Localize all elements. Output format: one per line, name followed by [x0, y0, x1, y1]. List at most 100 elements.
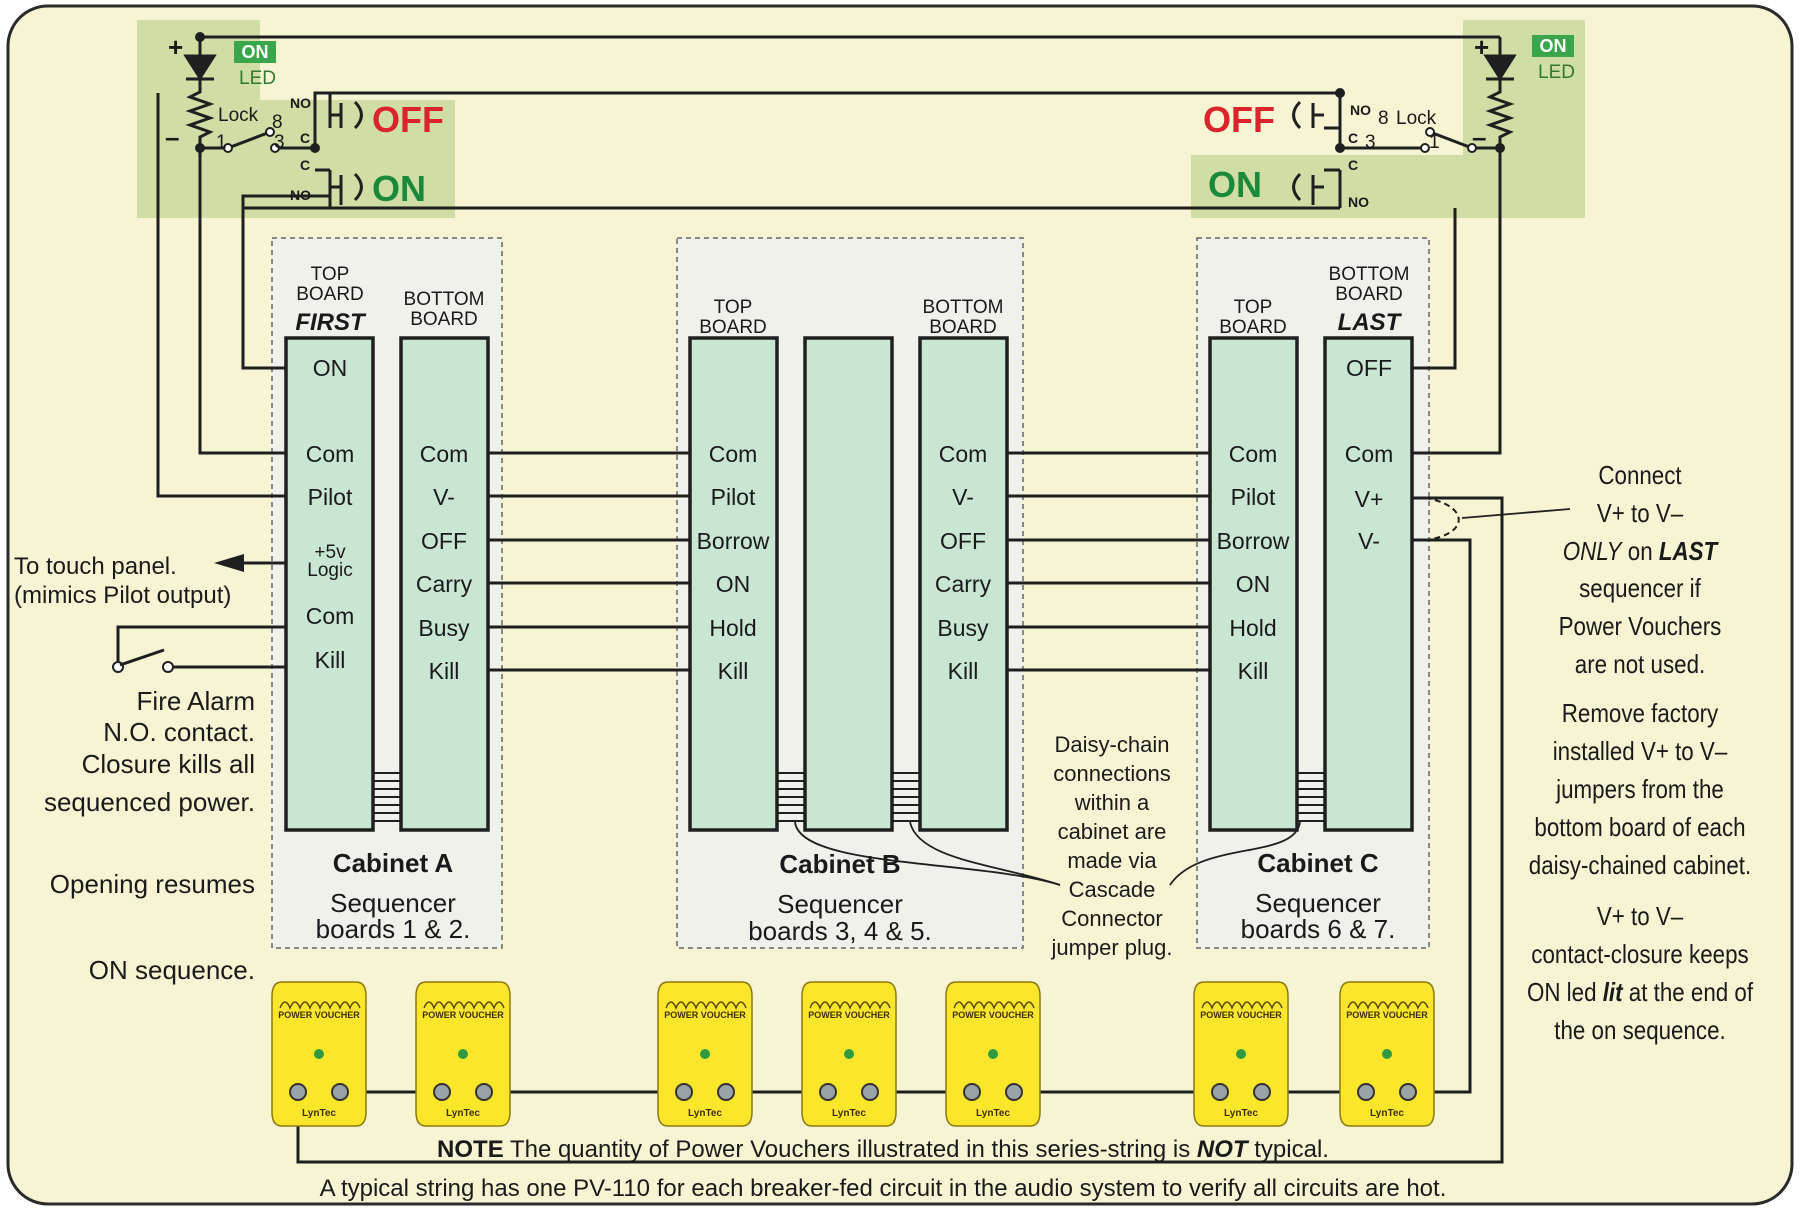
pin-c6-hold: Hold [1229, 615, 1276, 641]
left-c-bottom: C [300, 157, 310, 173]
pin-c6-borrow: Borrow [1217, 528, 1290, 554]
cabinet-b-sub-2: boards 3, 4 & 5. [748, 916, 932, 946]
remove-note-3: jumpers from the [1555, 775, 1724, 804]
voucher-led-icon [458, 1049, 468, 1059]
voucher-terminal [819, 1083, 837, 1101]
pin-b3-on: ON [716, 571, 751, 597]
daisy-note-8: jumper plug. [1050, 935, 1172, 960]
pin-c6-com: Com [1229, 441, 1278, 467]
daisy-note-5: made via [1067, 848, 1157, 873]
right-lock-label: Lock [1396, 108, 1437, 129]
voucher-brand-label: POWER VOUCHER [664, 1010, 746, 1020]
pin-a1-kill: Kill [315, 647, 346, 673]
voucher-maker-label: LynTec [1224, 1108, 1258, 1119]
voucher-maker-label: LynTec [688, 1108, 722, 1119]
left-c-top: C [300, 130, 310, 146]
cab-c-top-header-1: TOP [1234, 297, 1273, 318]
right-control-highlight [1191, 20, 1585, 218]
pin-a1-5v: +5v [314, 542, 346, 563]
right-c-top: C [1348, 130, 1358, 146]
resume-note-1: Opening resumes [50, 869, 255, 899]
voucher-led-icon [988, 1049, 998, 1059]
left-control-highlight [137, 20, 455, 218]
pin-c6-kill: Kill [1238, 658, 1269, 684]
left-no-top: NO [290, 95, 311, 111]
pin-a1-logic: Logic [307, 560, 352, 581]
cab-b-bottom-header-2: BOARD [929, 317, 997, 338]
cabinet-c-sub-1: Sequencer [1255, 888, 1381, 918]
voucher-led-icon [844, 1049, 854, 1059]
left-led-badge [234, 41, 276, 63]
pin-a1-com-2: Com [306, 603, 355, 629]
connect-note-5: Power Vouchers [1559, 612, 1722, 641]
board-7 [1323, 336, 1414, 832]
remove-note-2: installed V+ to V– [1553, 737, 1728, 766]
left-lock-label: Lock [218, 105, 259, 126]
voucher-brand-label: POWER VOUCHER [278, 1010, 360, 1020]
cab-b-top-header-2: BOARD [699, 317, 767, 338]
left-led-label: LED [239, 68, 276, 89]
connect-note-4: sequencer if [1579, 574, 1701, 603]
voucher-brand-label: POWER VOUCHER [422, 1010, 504, 1020]
pin-c6-pilot: Pilot [1231, 484, 1276, 510]
daisy-note-6: Cascade [1069, 877, 1156, 902]
voucher-maker-label: LynTec [302, 1108, 336, 1119]
cabinet-b-sub-1: Sequencer [777, 889, 903, 919]
cabinet-a-title: Cabinet A [333, 848, 454, 878]
footer-note-label: NOTE [437, 1136, 504, 1163]
pin-a2-off: OFF [421, 528, 467, 554]
daisy-note-1: Daisy-chain [1055, 732, 1170, 757]
power-voucher: POWER VOUCHER LynTec [657, 981, 753, 1127]
pin-a1-pilot: Pilot [308, 484, 353, 510]
voucher-maker-label: LynTec [1370, 1108, 1404, 1119]
right-led-badge-text: ON [1540, 36, 1567, 56]
daisy-note-2: connections [1053, 761, 1170, 786]
daisy-note-4: cabinet are [1058, 819, 1167, 844]
cab-a-bottom-header-1: BOTTOM [404, 289, 485, 310]
right-on-button-label: ON [1208, 164, 1262, 205]
cabinet-c-title: Cabinet C [1257, 848, 1379, 878]
pin-c7-vplus: V+ [1355, 486, 1384, 512]
voucher-terminal [1253, 1083, 1271, 1101]
right-pin-3: 3 [1365, 132, 1376, 153]
voucher-terminal [475, 1083, 493, 1101]
voucher-brand-label: POWER VOUCHER [1346, 1010, 1428, 1020]
voucher-terminal [1005, 1083, 1023, 1101]
footer-note-end: typical. [1248, 1136, 1329, 1163]
left-no-bottom: NO [290, 187, 311, 203]
pin-a2-kill: Kill [429, 658, 460, 684]
left-control-zone [137, 20, 455, 218]
pin-c6-on: ON [1236, 571, 1271, 597]
right-c-bottom: C [1348, 157, 1358, 173]
right-led-label: LED [1538, 62, 1575, 83]
pin-b5-carry: Carry [935, 571, 992, 597]
cab-c-bottom-header-1: BOTTOM [1329, 264, 1410, 285]
left-control-components [183, 37, 363, 208]
closure-note-2: contact-closure keeps [1531, 940, 1748, 969]
connect-note-3: ONLY on LAST [1563, 537, 1719, 566]
left-pin-1: 1 [216, 132, 227, 153]
cab-a-first-tag: FIRST [295, 309, 367, 336]
touch-panel-note-1: To touch panel. [14, 553, 177, 580]
cab-a-top-header-2: BOARD [296, 284, 364, 305]
pin-a2-vminus: V- [433, 484, 455, 510]
pin-b3-borrow: Borrow [697, 528, 770, 554]
left-pin-8: 8 [272, 112, 283, 133]
fire-alarm-note-2: N.O. contact. [103, 717, 255, 747]
resume-note-2: ON sequence. [89, 955, 255, 985]
left-plus-sign: + [168, 32, 183, 62]
remove-note-4: bottom board of each [1534, 813, 1745, 842]
daisy-note-3: within a [1074, 790, 1150, 815]
power-voucher: POWER VOUCHER LynTec [1339, 981, 1435, 1127]
cab-c-last-tag: LAST [1338, 309, 1403, 336]
remove-note-5: daisy-chained cabinet. [1529, 851, 1751, 880]
right-minus-sign: – [1472, 122, 1486, 152]
pin-a2-busy: Busy [418, 615, 470, 641]
pin-b3-com: Com [709, 441, 758, 467]
voucher-terminal [717, 1083, 735, 1101]
footer-typical-string: A typical string has one PV-110 for each… [320, 1175, 1447, 1202]
